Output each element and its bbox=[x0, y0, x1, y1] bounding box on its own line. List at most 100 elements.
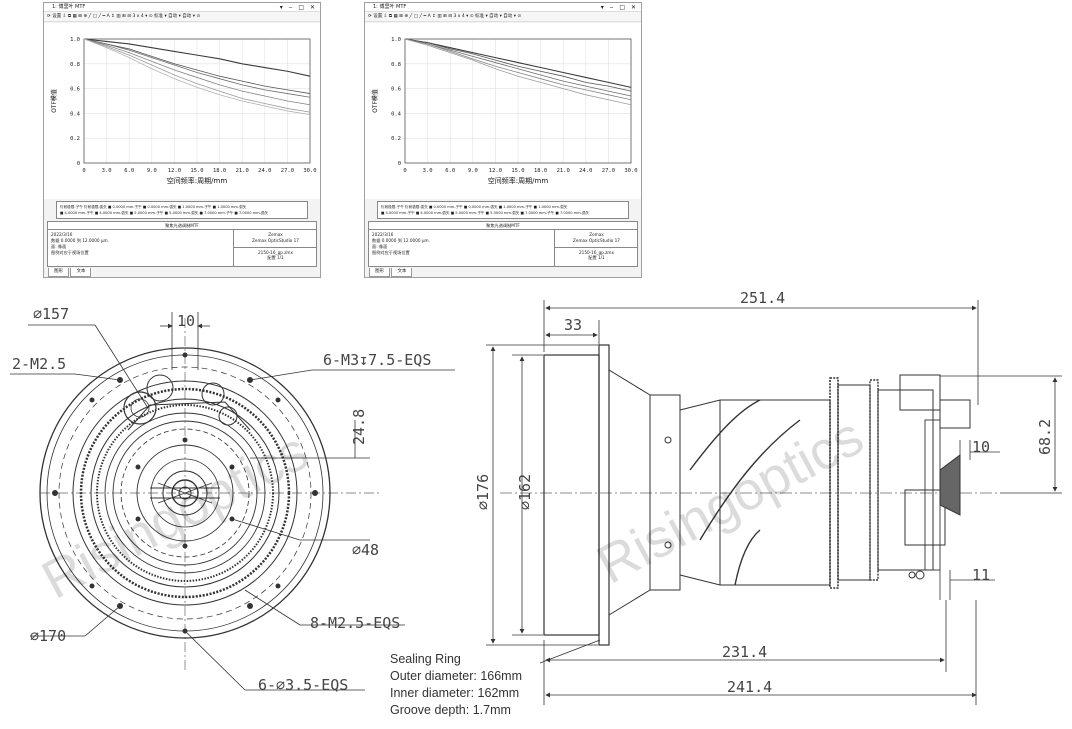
info-surface: 面: 像面 bbox=[51, 244, 67, 249]
info-right: Zemax Zemax OpticStudio 17 2150-16_gp.zm… bbox=[554, 230, 638, 267]
info-note: 图例对应于视场位置 bbox=[51, 250, 89, 255]
dim-d162: ∅162 bbox=[516, 474, 534, 510]
plot-frame bbox=[83, 38, 311, 164]
y-tick-label: 0 bbox=[77, 161, 80, 167]
x-tick-label: 6.0 bbox=[124, 168, 134, 174]
window-tabs: 图形 文本 bbox=[48, 268, 92, 277]
software-version: Zemax OpticStudio 17 bbox=[252, 238, 299, 243]
y-tick-label: 0 bbox=[398, 161, 401, 167]
note-outer: Outer diameter: 166mm bbox=[390, 669, 522, 683]
x-tick-label: 3.0 bbox=[423, 168, 433, 174]
mtf-series-line bbox=[83, 38, 311, 98]
x-tick-label: 21.0 bbox=[236, 168, 249, 174]
x-tick-label: 0 bbox=[403, 168, 406, 174]
panel-title: 聚焦光谱调制MTF bbox=[48, 222, 316, 230]
window-controls[interactable]: ▾ ‒ □ ✕ bbox=[600, 4, 638, 11]
dim-w10: 10 bbox=[177, 312, 195, 330]
front-dim-labels: ∅157 10 2-M2.5 6-M3↧7.5-EQS 24.8 ∅48 8-M… bbox=[12, 305, 431, 694]
x-tick-label: 15.0 bbox=[190, 168, 203, 174]
file-name: 2150-16_gp.zmx bbox=[579, 250, 614, 255]
x-tick-label: 24.0 bbox=[579, 168, 592, 174]
window-controls[interactable]: ▾ ‒ □ ✕ bbox=[279, 4, 317, 11]
y-tick-label: 0.2 bbox=[391, 136, 401, 142]
mtf-series-line bbox=[83, 38, 311, 94]
x-tick-label: 30.0 bbox=[624, 168, 637, 174]
software-box: Zemax Zemax OpticStudio 17 bbox=[234, 230, 317, 248]
y-tick-label: 1.0 bbox=[70, 37, 80, 43]
x-tick-label: 27.0 bbox=[281, 168, 294, 174]
info-left: 2022/3/16 数据 0.0000 到 12.0000 µm. 面: 像面 … bbox=[51, 232, 231, 256]
dim-d48: ∅48 bbox=[352, 541, 379, 559]
info-note: 图例对应于视场位置 bbox=[372, 250, 410, 255]
legend-row: ■ 4.0000 mm-子午 ■ 4.0000 mm-弧矢 ■ 5.0000 m… bbox=[60, 211, 269, 215]
mtf-window-left: 1: 傅里叶 MTF ▾ ‒ □ ✕ ⟳ 设置 ⇩ ⧉ ▦ ⊞ ⊕ ╱ □ ╱ … bbox=[43, 2, 321, 278]
mtf-series-line bbox=[404, 38, 632, 92]
info-panel: 聚焦光谱调制MTF 2022/3/16 数据 0.0000 到 12.0000 … bbox=[368, 221, 638, 267]
chart-legend: 衍射极限-子午 衍射极限-弧矢 ■ 0.0000 mm-子午 ■ 0.0000 … bbox=[56, 201, 308, 219]
x-tick-label: 6.0 bbox=[445, 168, 455, 174]
x-tick-label: 21.0 bbox=[557, 168, 570, 174]
dim-d157: ∅157 bbox=[33, 305, 69, 323]
dim-241-4: 241.4 bbox=[727, 678, 772, 696]
dim-33: 33 bbox=[564, 316, 582, 334]
x-axis-label: 空间频率:周期/mm bbox=[167, 176, 228, 185]
side-view bbox=[500, 344, 1000, 646]
window-toolbar[interactable]: ⟳ 设置 ⇩ ⧉ ▦ ⊞ ⊕ ╱ □ ╱ ━ A ↕ ▥ ⊞ ⊟ 3 x 4 ▾… bbox=[44, 12, 320, 22]
window-titlebar: 1: 傅里叶 MTF ▾ ‒ □ ✕ bbox=[365, 3, 641, 12]
dim-6d35: 6-∅3.5-EQS bbox=[258, 676, 348, 694]
software-name: Zemax bbox=[268, 232, 283, 237]
window-tabs: 图形 文本 bbox=[369, 268, 413, 277]
front-view bbox=[39, 318, 380, 670]
y-axis-label: OTF模值 bbox=[371, 89, 379, 113]
dim-251-4: 251.4 bbox=[740, 289, 785, 307]
info-surface: 面: 像面 bbox=[372, 244, 388, 249]
dim-231-4: 231.4 bbox=[722, 643, 767, 661]
file-box: 2150-16_gp.zmx 配置 1/1 bbox=[555, 248, 638, 260]
panel-title: 聚焦光谱调制MTF bbox=[369, 222, 637, 230]
x-tick-label: 27.0 bbox=[602, 168, 615, 174]
x-tick-label: 9.0 bbox=[147, 168, 157, 174]
software-name: Zemax bbox=[589, 232, 604, 237]
y-tick-label: 1.0 bbox=[391, 37, 401, 43]
x-tick-label: 0 bbox=[82, 168, 85, 174]
x-axis-label: 空间频率:周期/mm bbox=[488, 176, 549, 185]
tab-graph[interactable]: 图形 bbox=[48, 268, 69, 277]
y-tick-label: 0.6 bbox=[391, 87, 401, 93]
dim-11: 11 bbox=[972, 566, 990, 584]
x-tick-label: 9.0 bbox=[468, 168, 478, 174]
tab-text[interactable]: 文本 bbox=[70, 268, 92, 277]
x-tick-label: 15.0 bbox=[511, 168, 524, 174]
mtf-series-line bbox=[83, 38, 311, 106]
dim-68-2: 68.2 bbox=[1036, 419, 1054, 455]
legend-row: 衍射极限-子午 衍射极限-弧矢 ■ 0.0000 mm-子午 ■ 0.0000 … bbox=[60, 205, 247, 209]
x-tick-label: 24.0 bbox=[258, 168, 271, 174]
mtf-series-line bbox=[83, 38, 311, 113]
side-dimensions bbox=[486, 300, 1062, 705]
dim-8m25: 8-M2.5-EQS bbox=[310, 614, 400, 632]
y-tick-label: 0.6 bbox=[70, 87, 80, 93]
mtf-series-line bbox=[83, 38, 311, 77]
dim-d170: ∅170 bbox=[30, 627, 66, 645]
x-tick-label: 12.0 bbox=[489, 168, 502, 174]
x-tick-label: 18.0 bbox=[213, 168, 226, 174]
window-title: 1: 傅里叶 MTF bbox=[373, 4, 407, 10]
info-left: 2022/3/16 数据 0.0000 到 12.0000 µm. 面: 像面 … bbox=[372, 232, 552, 256]
plot-frame bbox=[404, 38, 632, 164]
window-toolbar[interactable]: ⟳ 设置 ⇩ ⧉ ▦ ⊞ ⊕ ╱ □ ╱ ━ A ↕ ▥ ⊞ ⊟ 3 x 4 ▾… bbox=[365, 12, 641, 22]
tab-text[interactable]: 文本 bbox=[391, 268, 413, 277]
dim-d176: ∅176 bbox=[474, 474, 492, 510]
mtf-series-line bbox=[404, 38, 632, 101]
x-tick-label: 3.0 bbox=[102, 168, 112, 174]
x-tick-label: 12.0 bbox=[168, 168, 181, 174]
y-axis-label: OTF模值 bbox=[50, 89, 58, 113]
info-data: 数据 0.0000 到 12.0000 µm. bbox=[372, 238, 430, 243]
info-data: 数据 0.0000 到 12.0000 µm. bbox=[51, 238, 109, 243]
mtf-series-line bbox=[83, 38, 311, 116]
tab-graph[interactable]: 图形 bbox=[369, 268, 390, 277]
file-config: 配置 1/1 bbox=[588, 255, 605, 260]
